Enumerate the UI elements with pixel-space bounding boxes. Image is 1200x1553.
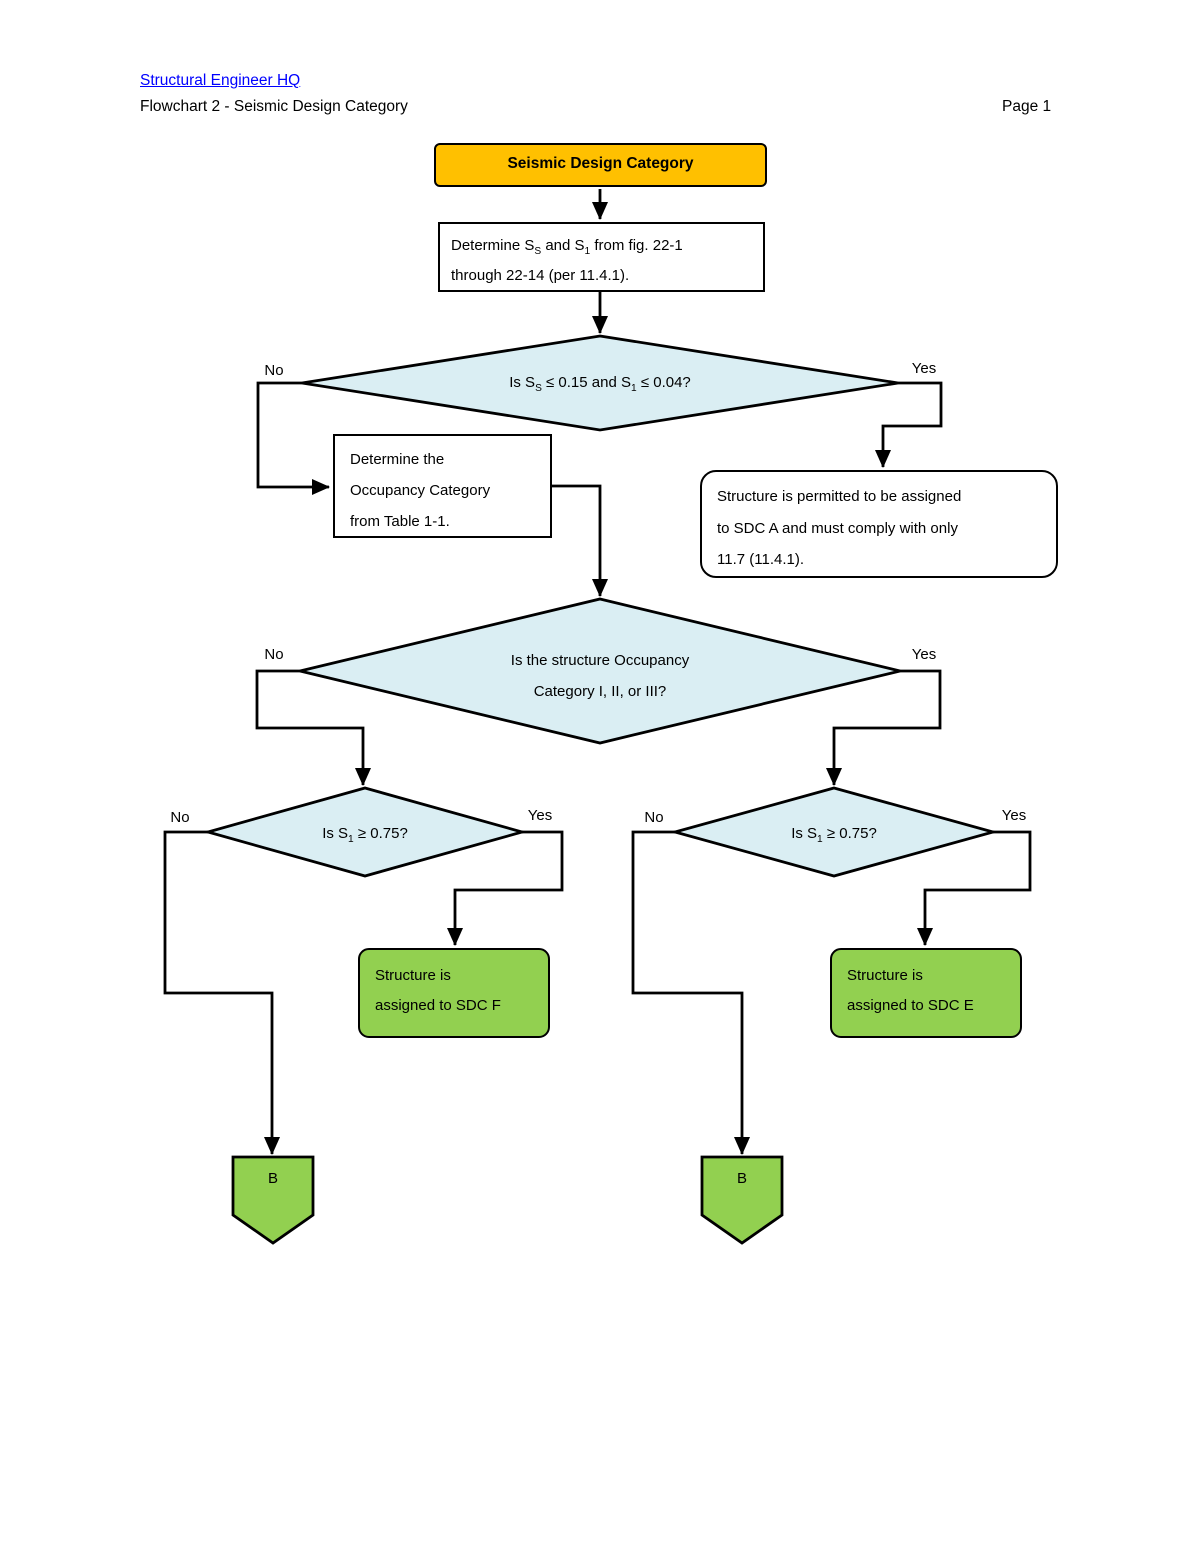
decision-ss-s1-shape (301, 334, 899, 432)
terminal-sdc-e-line2: assigned to SDC E (847, 997, 974, 1014)
site-link[interactable]: Structural Engineer HQ (140, 72, 301, 89)
connector-decision1-yes (875, 381, 943, 468)
process-determine-occupancy: Determine the Occupancy Category from Ta… (333, 434, 552, 538)
decision3-yes-label: Yes (527, 807, 553, 824)
terminal-sdc-a: Structure is permitted to be assigned to… (700, 470, 1058, 578)
offpage-connector-b-right-label: B (736, 1170, 747, 1187)
decision4-yes-label: Yes (1001, 807, 1027, 824)
connector-decision3-no (163, 830, 280, 1155)
connector-decision4-yes (917, 830, 1032, 946)
connector-decision3-yes (447, 830, 564, 946)
connector-decision1-no (256, 381, 330, 495)
decision3-no-label: No (170, 809, 190, 826)
start-node-seismic-design-category: Seismic Design Category (434, 143, 767, 187)
decision1-no-label: No (264, 362, 284, 379)
decision-ss-s1-label: Is SS ≤ 0.15 and S1 ≤ 0.04? (509, 374, 691, 394)
decision2-yes-label: Yes (911, 646, 937, 663)
process-determine-occupancy-line2: Occupancy Category (350, 482, 491, 499)
terminal-sdc-e-line1: Structure is (847, 967, 923, 984)
process-determine-ss-s1: Determine SS and S1 from fig. 22-1 throu… (438, 222, 765, 292)
decision-s1-right-shape (669, 786, 999, 878)
terminal-sdc-f: Structure is assigned to SDC F (358, 948, 550, 1038)
terminal-sdc-f-line2: assigned to SDC F (375, 997, 501, 1014)
connector-decision4-no (631, 830, 750, 1155)
decision-s1-left-shape (202, 786, 528, 878)
terminal-sdc-f-line1: Structure is (375, 967, 451, 984)
process-determine-ss-s1-line1: Determine SS and S1 from fig. 22-1 (451, 237, 683, 257)
decision-occupancy-line1: Is the structure Occupancy (510, 652, 690, 669)
connector-occupancy-to-decision2 (552, 484, 608, 597)
connector-decision2-yes (826, 669, 942, 786)
decision1-yes-label: Yes (911, 360, 937, 377)
start-node-label: Seismic Design Category (507, 155, 694, 172)
offpage-connector-b-right-shape (700, 1155, 784, 1245)
terminal-sdc-a-line2: to SDC A and must comply with only (717, 519, 958, 537)
offpage-connector-b-left-label: B (267, 1170, 278, 1187)
terminal-sdc-a-line3: 11.7 (11.4.1). (717, 551, 804, 568)
decision4-no-label: No (644, 809, 664, 826)
decision2-no-label: No (264, 646, 284, 663)
process-determine-occupancy-line3: from Table 1-1. (350, 513, 450, 530)
page-title: Flowchart 2 - Seismic Design Category (140, 98, 408, 115)
process-determine-occupancy-line1: Determine the (350, 451, 445, 468)
page-number: Page 1 (1002, 98, 1052, 115)
connector-decision2-no (255, 669, 371, 786)
process-determine-ss-s1-line2: through 22-14 (per 11.4.1). (451, 267, 630, 284)
terminal-sdc-a-line1: Structure is permitted to be assigned (717, 488, 962, 505)
terminal-sdc-e: Structure is assigned to SDC E (830, 948, 1022, 1038)
decision-occupancy-category-label: Is the structure Occupancy Category I, I… (400, 645, 800, 707)
decision-s1-left-label: Is S1 ≥ 0.75? (322, 825, 408, 845)
decision-occupancy-category-shape (299, 597, 901, 745)
decision-s1-right-label: Is S1 ≥ 0.75? (791, 825, 877, 845)
decision-occupancy-line2: Category I, II, or III? (533, 683, 667, 700)
offpage-connector-b-left-shape (231, 1155, 315, 1245)
